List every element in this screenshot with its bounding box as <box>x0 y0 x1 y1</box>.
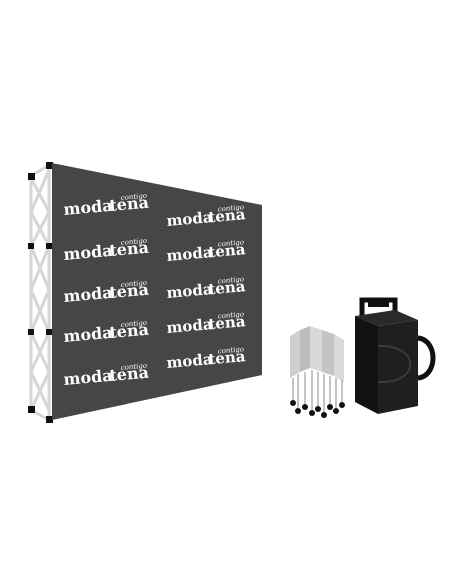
svg-text:tena: tena <box>208 312 247 333</box>
svg-text:tena: tena <box>109 193 150 215</box>
svg-text:contigo: contigo <box>217 203 244 213</box>
svg-text:contigo: contigo <box>120 362 147 372</box>
svg-text:tena: tena <box>109 320 150 342</box>
logo-mark: moda tena contigo <box>166 275 247 302</box>
logo-mark: moda tena contigo <box>63 362 150 389</box>
svg-text:moda: moda <box>63 283 114 306</box>
svg-text:moda: moda <box>63 196 114 219</box>
svg-text:contigo: contigo <box>120 192 147 202</box>
svg-text:moda: moda <box>166 315 214 337</box>
logo-mark: moda tena contigo <box>63 237 150 264</box>
transport-case-icon <box>355 297 436 414</box>
svg-text:moda: moda <box>166 208 214 230</box>
svg-text:contigo: contigo <box>217 345 244 355</box>
banner-fabric <box>52 163 262 420</box>
svg-text:moda: moda <box>63 323 114 346</box>
svg-text:contigo: contigo <box>217 238 244 248</box>
svg-text:moda: moda <box>63 241 114 264</box>
svg-text:contigo: contigo <box>120 319 147 329</box>
logo-mark: moda tena contigo <box>166 310 247 337</box>
svg-text:tena: tena <box>208 277 247 298</box>
svg-text:moda: moda <box>63 366 114 389</box>
svg-text:moda: moda <box>166 243 214 265</box>
svg-text:contigo: contigo <box>217 310 244 320</box>
banner-logos: moda tena contigo moda tena contigo moda… <box>63 192 247 389</box>
popup-frame-icon <box>29 163 51 422</box>
logo-mark: moda tena contigo <box>63 192 150 219</box>
svg-text:tena: tena <box>208 347 247 368</box>
logo-mark: moda tena contigo <box>63 319 150 346</box>
svg-text:moda: moda <box>166 280 214 302</box>
frame-joints <box>28 162 53 423</box>
svg-text:tena: tena <box>109 238 150 260</box>
svg-text:tena: tena <box>109 280 150 302</box>
logo-mark: moda tena contigo <box>166 203 247 230</box>
logo-mark: moda tena contigo <box>63 279 150 306</box>
svg-text:moda: moda <box>166 350 214 372</box>
svg-text:contigo: contigo <box>217 275 244 285</box>
logo-mark: moda tena contigo <box>166 238 247 265</box>
svg-text:contigo: contigo <box>120 279 147 289</box>
logo-mark: moda tena contigo <box>166 345 247 372</box>
svg-text:tena: tena <box>109 363 150 385</box>
folded-frame-icon <box>290 326 345 418</box>
svg-text:tena: tena <box>208 240 247 261</box>
svg-text:tena: tena <box>208 205 247 226</box>
svg-text:contigo: contigo <box>120 237 147 247</box>
